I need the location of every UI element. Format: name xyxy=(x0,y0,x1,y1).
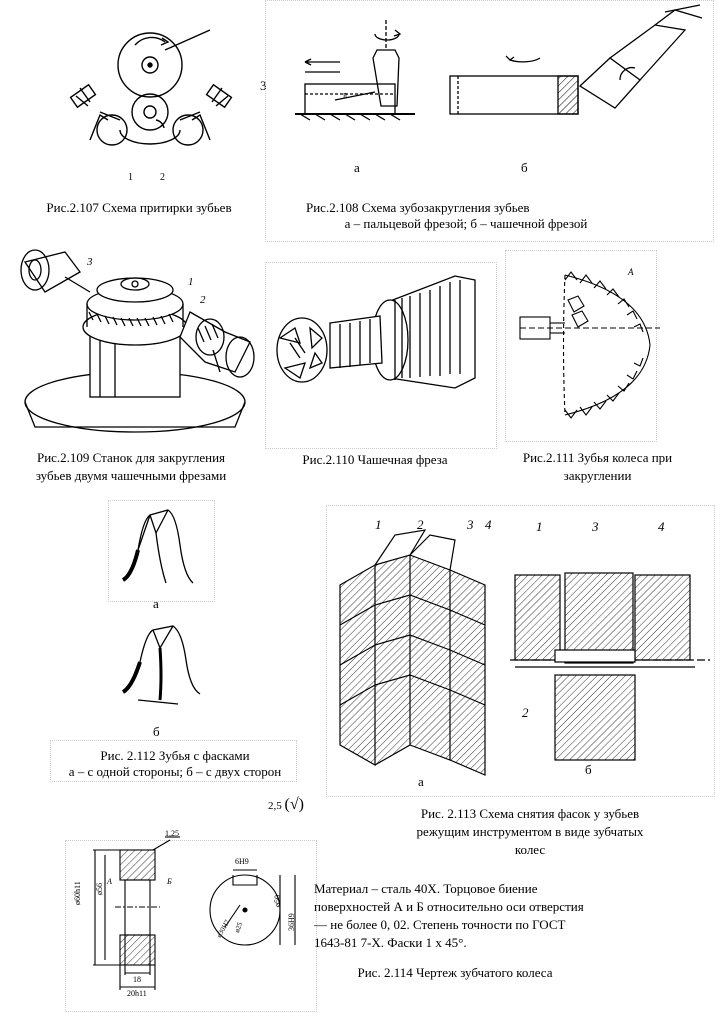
figure-2-114: 1,25 ø60h11 ø56 А Б 18 20h11 6Н9 ø50 ø30… xyxy=(65,829,315,1005)
fig-2-111-caption-1: Рис.2.111 Зубья колеса при xyxy=(522,450,673,465)
surface-b: Б xyxy=(167,877,172,886)
figure-2-107: 3 1 2 xyxy=(60,0,275,190)
fig-2-114-frame xyxy=(65,840,317,1012)
fig-2-108-frame xyxy=(265,0,714,242)
dim-1-25: 1,25 xyxy=(165,829,179,838)
fig-2-113b-label-1: 1 xyxy=(536,519,543,534)
fig-2-107-caption: Рис.2.107 Схема притирки зубьев xyxy=(46,200,232,215)
note-line-1: Материал – сталь 40Х. Торцовое биение xyxy=(314,881,538,896)
figure-2-108a: R xyxy=(295,20,435,180)
fig-2-108-caption-1: Рис.2.108 Схема зубозакругления зубьев xyxy=(306,200,530,215)
dim-d60h11: ø60h11 xyxy=(73,881,82,905)
figure-2-112b xyxy=(118,622,208,707)
chamfering-scheme-b xyxy=(510,572,710,761)
fig-2-108-caption-2: а – пальцевой фрезой; б – чашечной фрезо… xyxy=(344,216,588,231)
fig-2-113-caption-3: колес xyxy=(514,842,546,857)
fig-2-113b-label-2: 2 xyxy=(522,705,529,720)
svg-text:R: R xyxy=(343,92,348,100)
gear-drawing xyxy=(93,836,296,990)
fig-2-113a-label-1: 1 xyxy=(375,517,382,532)
dim-36h9: 36Н9 xyxy=(287,913,296,931)
fig-2-110-frame xyxy=(265,262,497,449)
fig-2-112-caption-2: а – с одной стороны; б – с двух сторон xyxy=(68,764,282,779)
fig-2-113b-label-3: 3 xyxy=(592,519,599,534)
tooth-chamfer-two-sides xyxy=(121,625,201,705)
fig-2-108-sub-a: а xyxy=(354,160,360,175)
roughness-suffix: (√) xyxy=(284,796,304,813)
fig-2-113-caption-1: Рис. 2.113 Схема снятия фасок у зубьев xyxy=(420,806,640,821)
fig-2-113-sub-a: а xyxy=(418,774,424,789)
figure-2-110 xyxy=(270,268,490,443)
figure-2-112a xyxy=(118,505,198,590)
tooth-chamfer-one-side xyxy=(121,509,194,584)
fig-2-109-caption-1: Рис.2.109 Станок для закругления xyxy=(36,450,226,465)
gear-teeth-drawing: A xyxy=(519,267,660,419)
fig-2-114-caption: Рис. 2.114 Чертеж зубчатого колеса xyxy=(357,965,553,980)
note-line-4: 1643-81 7-Х. Фаски 1 х 45°. xyxy=(314,935,467,950)
fig-2-113b-label-4: 4 xyxy=(658,519,665,534)
fig-2-109-caption-2: зубьев двумя чашечными фрезами xyxy=(35,468,227,483)
fig-2-113-sub-b: б xyxy=(585,762,592,777)
label-1: 1 xyxy=(128,172,133,183)
fig-2-109-label-1: 1 xyxy=(188,276,194,288)
svg-text:A: A xyxy=(627,267,634,277)
label-3: 3 xyxy=(260,78,267,93)
figure-2-111: A xyxy=(510,255,660,435)
cup-cutter-tool-drawing xyxy=(276,275,476,389)
fig-2-109-label-2: 2 xyxy=(200,294,206,306)
fig-2-112-sub-b: б xyxy=(153,724,160,739)
fig-2-114-notes: Материал – сталь 40Х. Торцовое биение по… xyxy=(314,880,644,952)
roughness-value: 2,5 xyxy=(268,800,282,812)
fig-2-113-caption-2: режущим инструментом в виде зубчатых xyxy=(416,824,644,839)
fig-2-109-label-3: 3 xyxy=(87,256,93,268)
fig-2-112-sub-a: а xyxy=(153,596,159,611)
fig-2-110-caption: Рис.2.110 Чашечная фреза xyxy=(302,452,448,467)
fig-2-113a-label-2: 2 xyxy=(417,517,424,532)
surface-a: А xyxy=(107,877,112,886)
figure-2-113b: 1 3 4 2 xyxy=(510,515,710,770)
chamfering-scheme-a xyxy=(339,529,486,776)
cup-cutter-drawing xyxy=(449,4,703,115)
fig-2-113a-label-4: 4 xyxy=(485,517,492,532)
rounding-machine-drawing xyxy=(20,249,255,433)
figure-2-113a: 1 2 3 4 xyxy=(335,515,495,776)
dim-d56: ø56 xyxy=(95,883,104,895)
figure-2-109: 3 1 2 xyxy=(5,232,260,437)
roughness-mark: 2,5 (√) xyxy=(268,796,304,814)
figure-2-108b xyxy=(440,4,710,160)
label-2: 2 xyxy=(160,172,165,183)
fig-2-111-frame xyxy=(505,250,657,442)
fig-2-112-frame xyxy=(108,500,215,602)
fig-2-112-caption-frame xyxy=(50,740,297,782)
fig-2-113a-label-3: 3 xyxy=(467,517,474,532)
dim-d50: ø50 xyxy=(273,895,282,907)
note-line-2: поверхностей А и Б относительно оси отве… xyxy=(314,899,584,914)
finger-cutter-drawing: R xyxy=(295,20,415,121)
fig-2-111-caption-2: закруглении xyxy=(563,468,632,483)
dim-20h11: 20h11 xyxy=(127,989,147,998)
fig-2-112-caption-1: Рис. 2.112 Зубья с фасками xyxy=(100,748,250,763)
dim-6h9: 6Н9 xyxy=(235,857,249,866)
note-line-3: — не более 0, 02. Степень точности по ГО… xyxy=(314,917,566,932)
fig-2-108-sub-b: б xyxy=(521,160,528,175)
dim-18: 18 xyxy=(133,975,141,984)
lapping-scheme-drawing xyxy=(69,29,233,146)
